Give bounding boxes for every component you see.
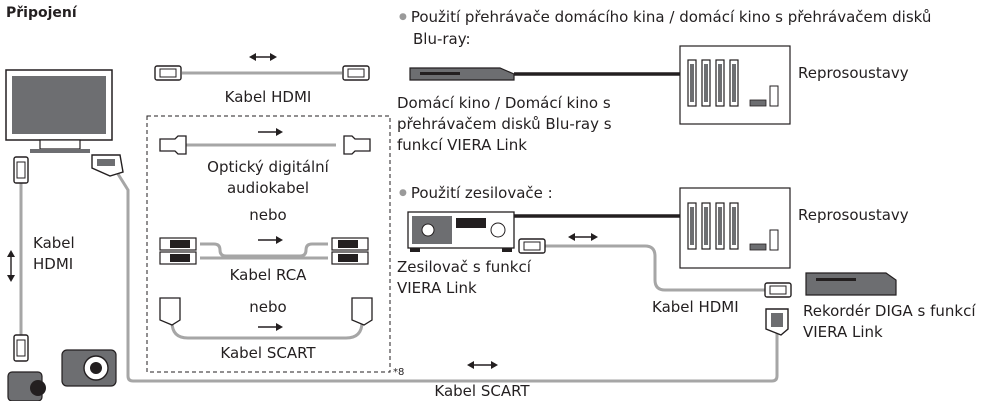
home-theater-device-line3: funkcí VIERA Link — [397, 136, 527, 154]
amplifier-icon — [407, 211, 515, 252]
speakers-label-1: Reprosoustavy — [798, 64, 909, 82]
home-theater-icon — [409, 67, 515, 81]
double-arrow-vertical-icon — [7, 250, 15, 282]
scart-cable-bottom — [91, 154, 789, 383]
rca-cable — [159, 236, 369, 265]
speakers-label-2: Reprosoustavy — [798, 206, 909, 224]
recorder-label-line1: Rekordér DIGA s funkcí — [803, 302, 976, 320]
hdmi-cable-left — [13, 156, 29, 362]
hdmi-left-label-1: Kabel — [33, 234, 75, 252]
home-theater-bullet-line1: Použití přehrávače domácího kina / domác… — [399, 7, 932, 31]
double-arrow-bottom-icon — [467, 361, 498, 369]
scart-box-label: Kabel SCART — [220, 344, 316, 362]
hdmi-top-label: Kabel HDMI — [224, 88, 312, 106]
amplifier-label-line2: VIERA Link — [397, 279, 477, 297]
section-title: Připojení — [6, 5, 77, 21]
or-label-1: nebo — [249, 206, 287, 224]
optical-label-1: Optický digitální — [207, 158, 329, 176]
camcorder-icon — [7, 371, 46, 401]
speakers-icon-1 — [679, 45, 791, 125]
rca-label: Kabel RCA — [229, 266, 307, 284]
amplifier-bullet: Použití zesilovače : — [399, 183, 553, 207]
home-theater-device-line1: Domácí kino / Domácí kino s — [397, 94, 611, 112]
footnote-mark: *8 — [393, 367, 405, 378]
home-theater-device-line2: přehrávačem disků Blu-ray s — [397, 115, 612, 133]
hdmi-right-label: Kabel HDMI — [652, 298, 739, 316]
hdmi-cable-right — [518, 233, 792, 298]
amplifier-label-line1: Zesilovač s funkcí — [397, 258, 531, 276]
home-theater-bullet-line2: Blu-ray: — [413, 30, 471, 48]
scart-bottom-label: Kabel SCART — [434, 382, 530, 400]
or-label-2: nebo — [249, 298, 287, 316]
digital-camera-icon — [61, 349, 117, 387]
hdmi-cable-top — [154, 53, 370, 81]
optical-cable — [159, 128, 371, 155]
recorder-label-line2: VIERA Link — [803, 323, 883, 341]
optical-label-2: audiokabel — [226, 179, 310, 197]
hdmi-left-label-2: HDMI — [33, 255, 74, 273]
speakers-icon-2 — [679, 187, 791, 269]
scart-cable-box — [159, 297, 373, 340]
diga-recorder-icon — [805, 272, 897, 296]
tv-icon — [5, 69, 113, 153]
audio-options-box — [146, 115, 391, 373]
